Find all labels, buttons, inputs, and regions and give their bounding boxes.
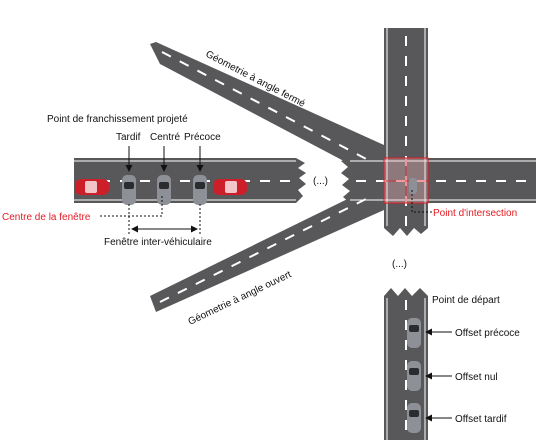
label-offset-early: Offset précoce [455, 328, 520, 339]
roads [74, 28, 536, 440]
label-ellipsis-horizontal: (...) [313, 176, 328, 187]
intersection-point-pointer [411, 190, 432, 213]
car-offset-late [407, 403, 421, 433]
label-early: Précoce [184, 132, 221, 143]
car-at-intersection [409, 178, 417, 194]
label-centered: Centré [150, 132, 180, 143]
label-offset-late: Offset tardif [455, 414, 507, 425]
car-early [193, 175, 207, 205]
car-centered [157, 175, 171, 205]
label-window-center: Centre de la fenêtre [2, 212, 91, 223]
red-car-right [213, 179, 247, 195]
label-projected-crossing-point: Point de franchissement projeté [47, 114, 188, 125]
label-starting-point: Point de départ [432, 295, 500, 306]
car-offset-null [407, 361, 421, 391]
open-angle-road [150, 180, 384, 312]
car-late [122, 175, 136, 205]
label-intersection-point: Point d'intersection [433, 208, 517, 219]
vehicles [75, 175, 421, 433]
car-offset-early [407, 318, 421, 348]
label-offset-null: Offset nul [455, 372, 498, 383]
label-inter-vehicle-window: Fenêtre inter-véhiculaire [104, 237, 212, 248]
window-center-pointer [100, 196, 163, 217]
pointer-arrows [100, 146, 452, 422]
label-ellipsis-vertical: (...) [392, 259, 407, 270]
red-car-left [75, 179, 109, 195]
closed-angle-road [150, 42, 384, 178]
label-late: Tardif [116, 132, 141, 143]
